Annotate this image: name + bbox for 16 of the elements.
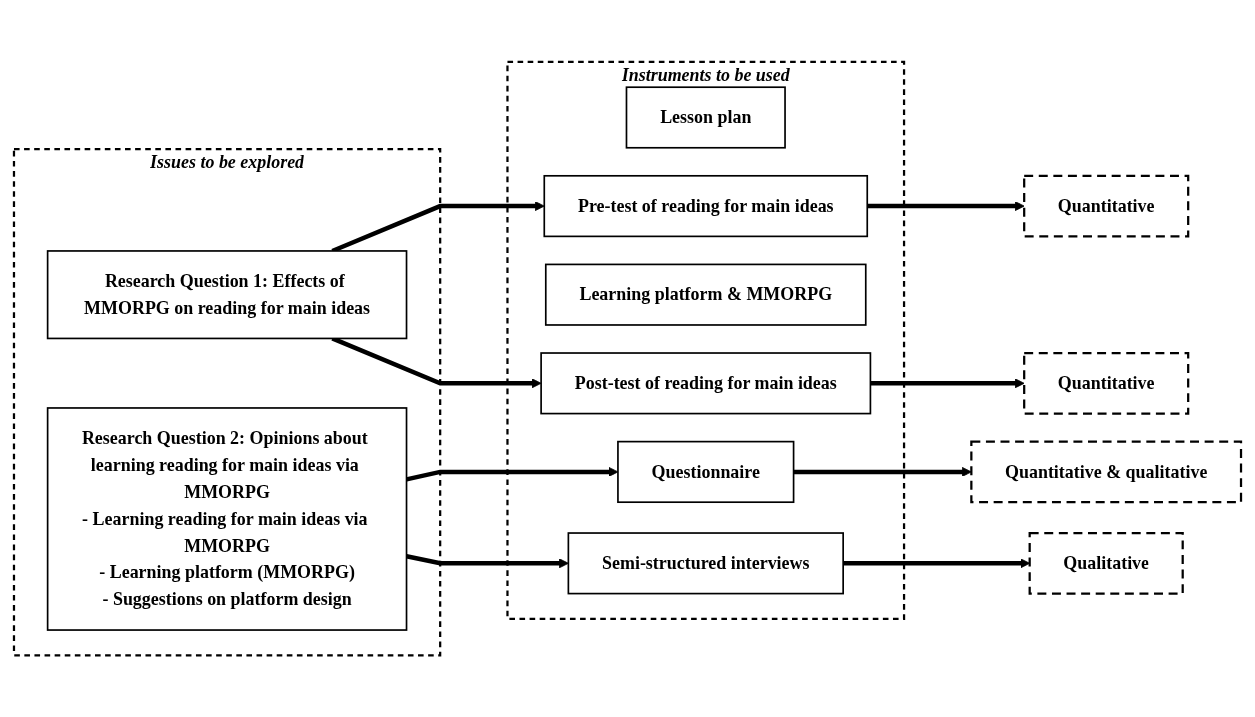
node-box: Research Question 1: Effects of MMORPG on reading for main ideas [46, 250, 408, 340]
node-box: Research Question 2: Opinions about learning reading for main ideas via MMORPG - Learning reading for main ideas via MMORPG - Learning platform (MMORPG) - Suggestions on platform design [46, 407, 408, 631]
node-box: Qualitative [1028, 531, 1184, 595]
node-box: Quantitative [1023, 351, 1190, 415]
arrow [793, 466, 972, 477]
node-box: Learning platform & MMORPG [544, 263, 867, 326]
arrow [870, 378, 1025, 389]
node-box: Semi-structured interviews [567, 532, 844, 595]
node-box: Questionnaire [617, 440, 795, 503]
node-box: Quantitative & qualitative [970, 440, 1243, 504]
arrow [867, 201, 1025, 211]
node-box: Post-test of reading for main ideas [540, 352, 872, 415]
node-box: Quantitative [1023, 174, 1190, 238]
arrow [406, 554, 569, 569]
node-box: Lesson plan [625, 86, 786, 149]
node-box: Pre-test of reading for main ideas [543, 174, 869, 238]
